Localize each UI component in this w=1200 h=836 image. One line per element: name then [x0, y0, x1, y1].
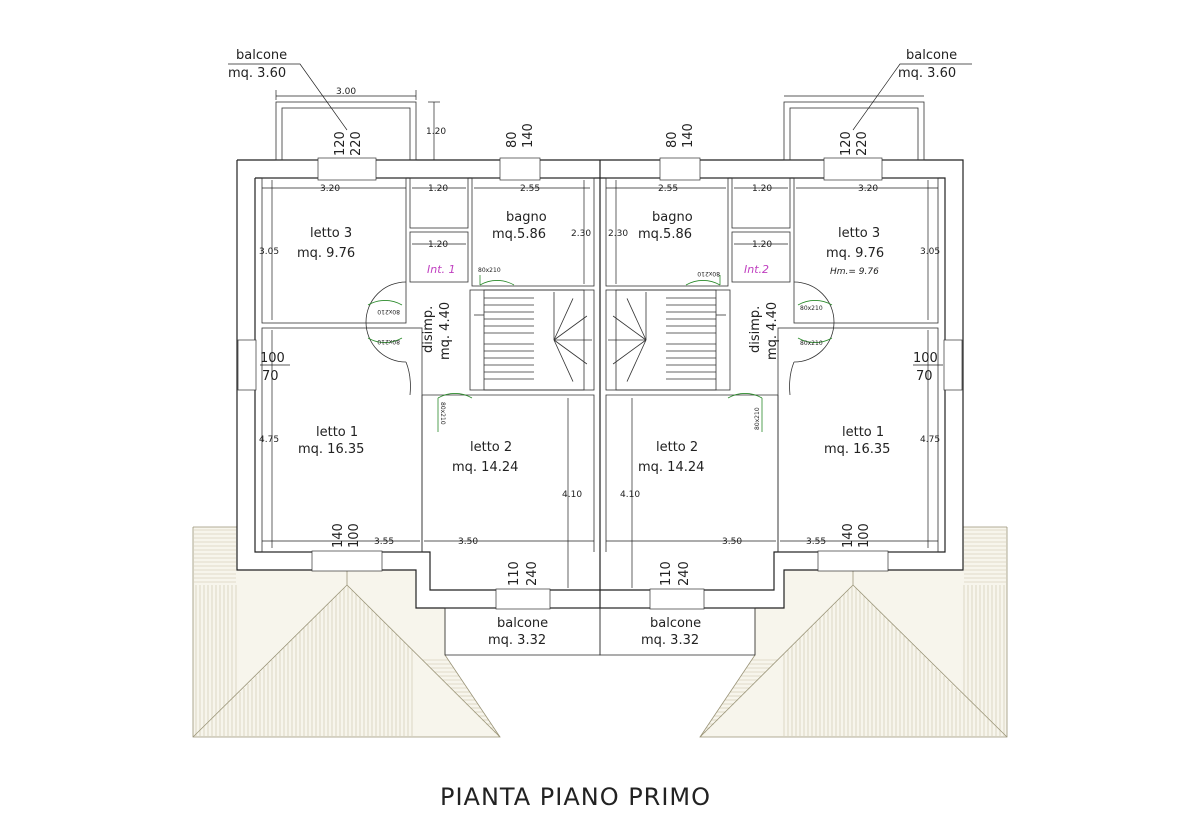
door-letto2-right: 80x210 — [754, 407, 761, 430]
win-top-left-a: 120 — [333, 131, 348, 156]
room-bagno-right-name: bagno — [652, 210, 693, 225]
dim-letto3-depth-left: 3.05 — [259, 247, 279, 257]
balcone-top-right-name: balcone — [906, 48, 957, 63]
win-bagno-left-b: 140 — [521, 123, 536, 148]
room-letto1-right-name: letto 1 — [842, 425, 884, 440]
win-letto2-right-b: 240 — [677, 561, 692, 586]
dim-letto1-depth-right: 4.75 — [920, 435, 940, 445]
door-bagno-left: 80x210 — [478, 267, 501, 274]
balcone-bottom-right-area: mq. 3.32 — [641, 633, 699, 648]
room-letto3-right-name: letto 3 — [838, 226, 880, 241]
balcone-top-left-name: balcone — [236, 48, 287, 63]
dim-closet-mid-left: 1.20 — [428, 240, 448, 250]
dim-balcony-depth-left: 1.20 — [426, 127, 446, 137]
dim-balcony-width-left: 3.00 — [336, 87, 356, 97]
door-letto1-right: 80x210 — [800, 340, 823, 347]
room-bagno-left-name: bagno — [506, 210, 547, 225]
win-letto1-right-b: 100 — [857, 523, 872, 548]
door-bagno-right: 80x210 — [697, 270, 720, 277]
door-letto3-right: 80x210 — [800, 305, 823, 312]
room-bagno-left-area: mq.5.86 — [492, 227, 546, 242]
stairs-right — [608, 292, 726, 382]
door-letto2-left: 80x210 — [439, 402, 446, 425]
dim-letto3-width-left: 3.20 — [320, 184, 340, 194]
dim-bagno-width-right: 2.55 — [658, 184, 678, 194]
roof-left — [192, 526, 501, 738]
win-side-right-a: 100 — [913, 351, 938, 366]
dim-bagno-depth-left: 2.30 — [571, 229, 591, 239]
room-letto2-left-name: letto 2 — [470, 440, 512, 455]
dim-letto3-depth-right: 3.05 — [920, 247, 940, 257]
dim-letto2-width-right: 3.50 — [722, 537, 742, 547]
win-top-left-b: 220 — [349, 131, 364, 156]
win-side-right-b: 70 — [916, 369, 933, 384]
win-letto2-left-b: 240 — [525, 561, 540, 586]
dim-closet-top-left: 1.20 — [428, 184, 448, 194]
dim-letto1-width-left: 3.55 — [374, 537, 394, 547]
door-letto1-left: 80x210 — [377, 338, 400, 345]
dim-letto2-depth-left: 4.10 — [562, 490, 582, 500]
win-letto2-right-a: 110 — [659, 561, 674, 586]
room-letto3-left-area: mq. 9.76 — [297, 246, 355, 261]
stairs-left — [474, 292, 592, 382]
dim-closet-top-right: 1.20 — [752, 184, 772, 194]
room-bagno-right-area: mq.5.86 — [638, 227, 692, 242]
room-letto1-left-area: mq. 16.35 — [298, 442, 364, 457]
room-letto2-right-area: mq. 14.24 — [638, 460, 704, 475]
dim-letto1-depth-left: 4.75 — [259, 435, 279, 445]
room-disimp-left-name: disimp. — [421, 306, 436, 353]
room-letto2-right-name: letto 2 — [656, 440, 698, 455]
dimension-lines — [228, 63, 972, 588]
win-letto1-left-a: 140 — [331, 523, 346, 548]
room-letto3-left-name: letto 3 — [310, 226, 352, 241]
win-letto2-left-a: 110 — [507, 561, 522, 586]
unit-label-right: Int.2 — [744, 263, 769, 276]
room-disimp-right-area: mq. 4.40 — [765, 302, 780, 360]
win-bagno-right-b: 140 — [681, 123, 696, 148]
win-side-left-b: 70 — [262, 369, 279, 384]
dim-bagno-width-left: 2.55 — [520, 184, 540, 194]
drawing-title: PIANTA PIANO PRIMO — [440, 783, 711, 811]
balcone-top-right-area: mq. 3.60 — [898, 66, 956, 81]
room-letto3-right-area: mq. 9.76 — [826, 246, 884, 261]
win-top-right-b: 220 — [855, 131, 870, 156]
doors — [367, 275, 833, 432]
dim-letto3-width-right: 3.20 — [858, 184, 878, 194]
room-disimp-left-area: mq. 4.40 — [438, 302, 453, 360]
dim-letto2-width-left: 3.50 — [458, 537, 478, 547]
balcone-bottom-left-area: mq. 3.32 — [488, 633, 546, 648]
balcone-bottom-left-name: balcone — [497, 616, 548, 631]
win-bagno-right-a: 80 — [665, 131, 680, 148]
dim-letto2-depth-right: 4.10 — [620, 490, 640, 500]
room-letto3-right-note: Hm.= 9.76 — [830, 267, 879, 277]
win-bagno-left-a: 80 — [505, 131, 520, 148]
room-disimp-right-name: disimp. — [748, 306, 763, 353]
win-letto1-left-b: 100 — [347, 523, 362, 548]
unit-label-left: Int. 1 — [427, 263, 456, 276]
room-letto1-left-name: letto 1 — [316, 425, 358, 440]
room-letto1-right-area: mq. 16.35 — [824, 442, 890, 457]
dim-bagno-depth-right: 2.30 — [608, 229, 628, 239]
win-letto1-right-a: 140 — [841, 523, 856, 548]
windows — [237, 157, 963, 610]
room-letto2-left-area: mq. 14.24 — [452, 460, 518, 475]
door-letto3-left: 80x210 — [377, 308, 400, 315]
balcone-top-left-area: mq. 3.60 — [228, 66, 286, 81]
balcony-top-right — [783, 101, 925, 161]
balcone-bottom-right-name: balcone — [650, 616, 701, 631]
win-side-left-a: 100 — [260, 351, 285, 366]
roof-right — [699, 526, 1008, 738]
dim-closet-mid-right: 1.20 — [752, 240, 772, 250]
win-top-right-a: 120 — [839, 131, 854, 156]
dim-letto1-width-right: 3.55 — [806, 537, 826, 547]
